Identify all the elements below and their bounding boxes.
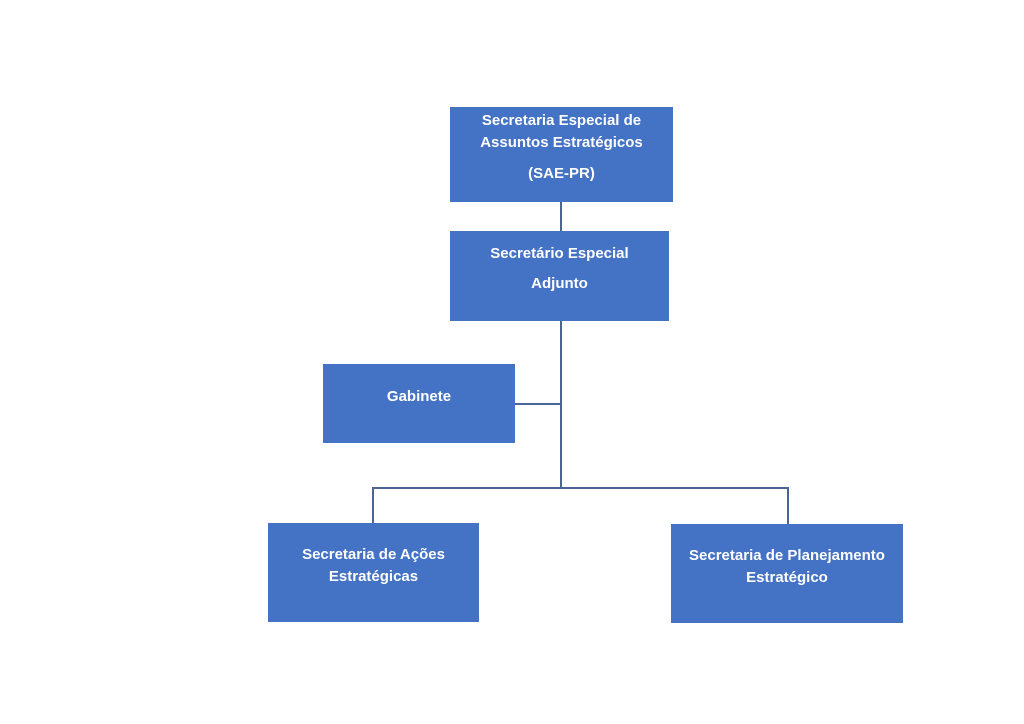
org-box-adjunto: Secretário Especial Adjunto [450, 231, 669, 321]
connector-tee-horizontal [372, 487, 789, 489]
connector-acoes-drop [372, 487, 374, 523]
org-box-gabinete-line1: Gabinete [386, 387, 452, 405]
org-box-adjunto-line1: Secretário Especial [490, 245, 629, 262]
org-box-planejamento-line1: Secretaria de Planejamento [689, 546, 885, 564]
org-box-planejamento: Secretaria de Planejamento Estratégico [671, 524, 903, 623]
org-box-sae-line1: Secretaria Especial de [481, 112, 642, 129]
org-box-adjunto-line2: Adjunto [531, 275, 588, 292]
org-box-sae-line2: Assuntos Estratégicos [480, 134, 643, 151]
connector-gabinete-branch [515, 403, 561, 405]
org-box-acoes-line2: Estratégicas [328, 567, 419, 585]
org-box-sae: Secretaria Especial de Assuntos Estratég… [450, 107, 673, 202]
connector-adjunto-stem [560, 321, 562, 489]
org-box-acoes-line1: Secretaria de Ações [302, 545, 445, 563]
org-box-acoes: Secretaria de Ações Estratégicas [268, 523, 479, 622]
org-box-planejamento-line2: Estratégico [746, 568, 828, 586]
org-box-gabinete: Gabinete [323, 364, 515, 443]
connector-sae-to-adjunto [560, 202, 562, 232]
connector-planejamento-drop [787, 487, 789, 524]
org-box-sae-line3: (SAE-PR) [528, 165, 595, 182]
